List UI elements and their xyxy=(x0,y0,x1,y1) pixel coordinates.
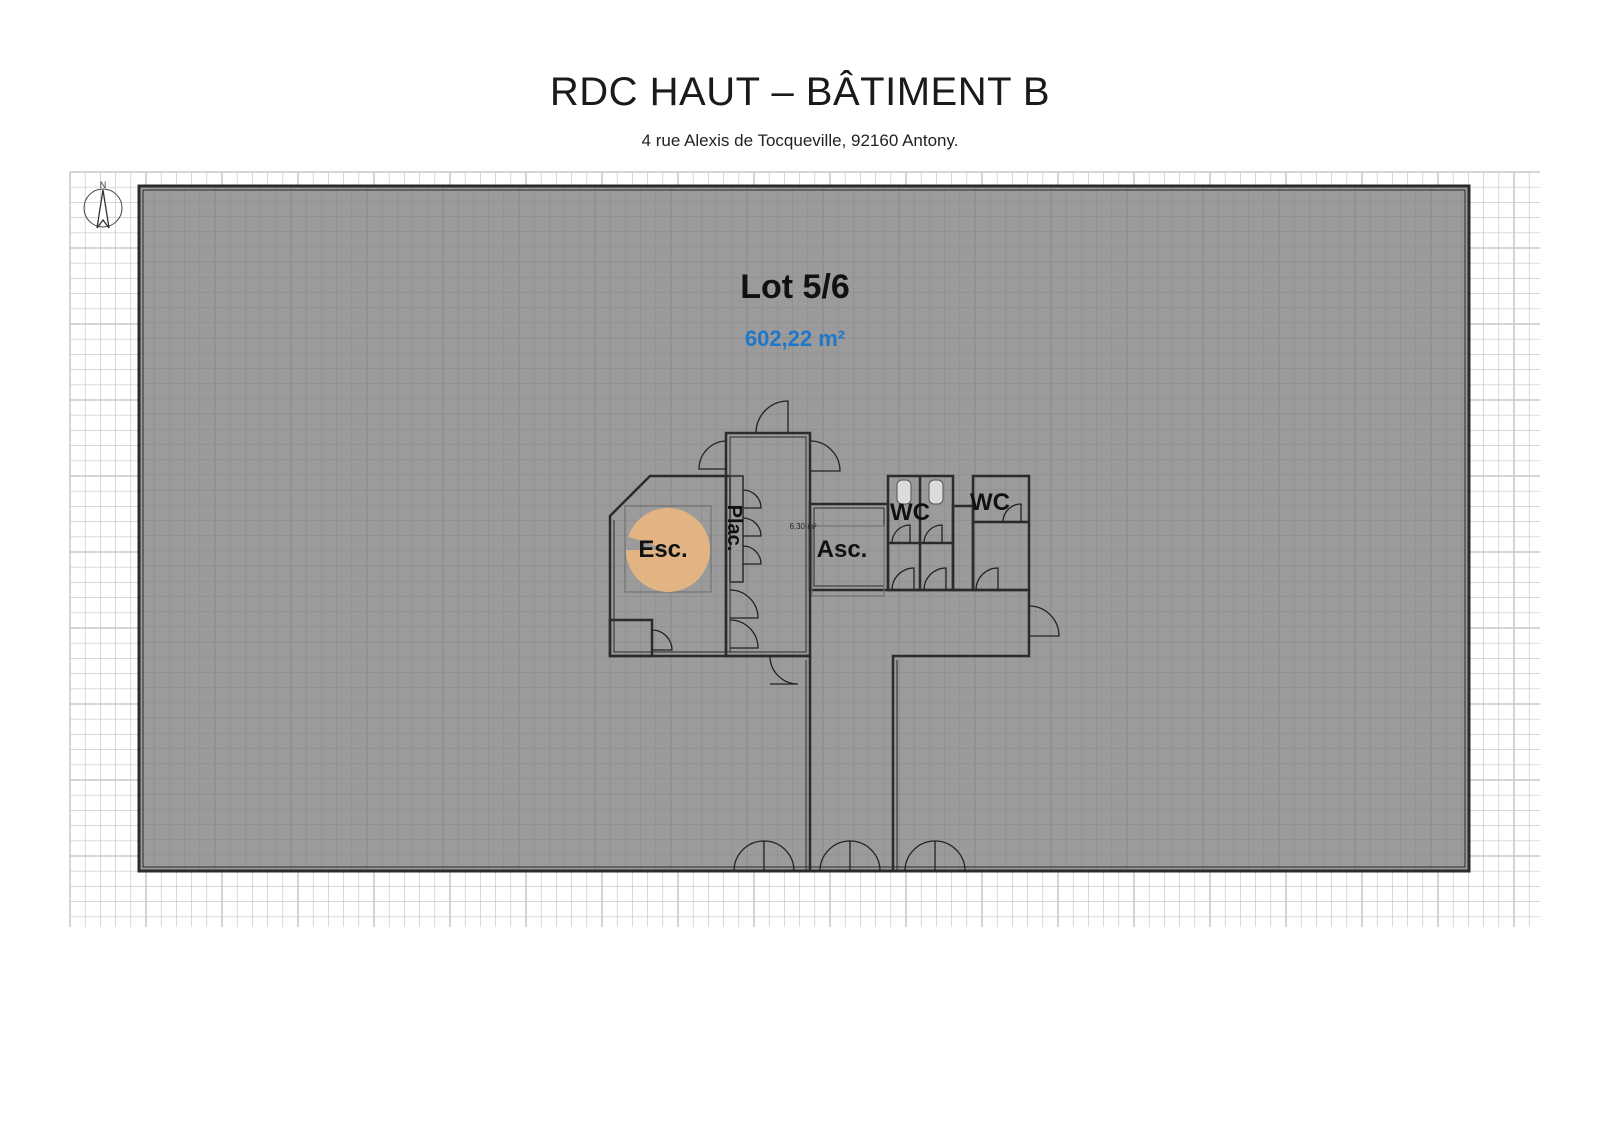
room-label-stairs: Esc. xyxy=(638,536,687,563)
address-subtitle: 4 rue Alexis de Tocqueville, 92160 Anton… xyxy=(641,131,959,150)
core-walls xyxy=(608,431,1031,870)
exterior-wall-inner xyxy=(142,189,1466,868)
lot-title: Lot 5/6 xyxy=(740,268,850,306)
room-label-wc-right: WC xyxy=(970,489,1010,516)
page-title: RDC HAUT – BÂTIMENT B xyxy=(549,70,1051,114)
lot-floor xyxy=(139,186,1469,871)
room-label-wc-left: WC xyxy=(890,499,930,526)
exterior-wall xyxy=(137,184,1471,873)
room-label-elevator: Asc. xyxy=(817,536,868,563)
door-swings xyxy=(651,400,1060,872)
stairs-opening xyxy=(626,536,668,550)
lot-area: 602,22 m² xyxy=(745,326,845,351)
elevator-shaft xyxy=(811,525,885,597)
small-area-note: 6,30 m² xyxy=(789,522,816,531)
toilet-icons xyxy=(896,479,944,505)
inner-grid xyxy=(139,186,1469,871)
north-compass-icon: N xyxy=(83,180,123,229)
room-label-closet: Plac. xyxy=(723,505,745,552)
compass-letter: N xyxy=(100,180,107,190)
